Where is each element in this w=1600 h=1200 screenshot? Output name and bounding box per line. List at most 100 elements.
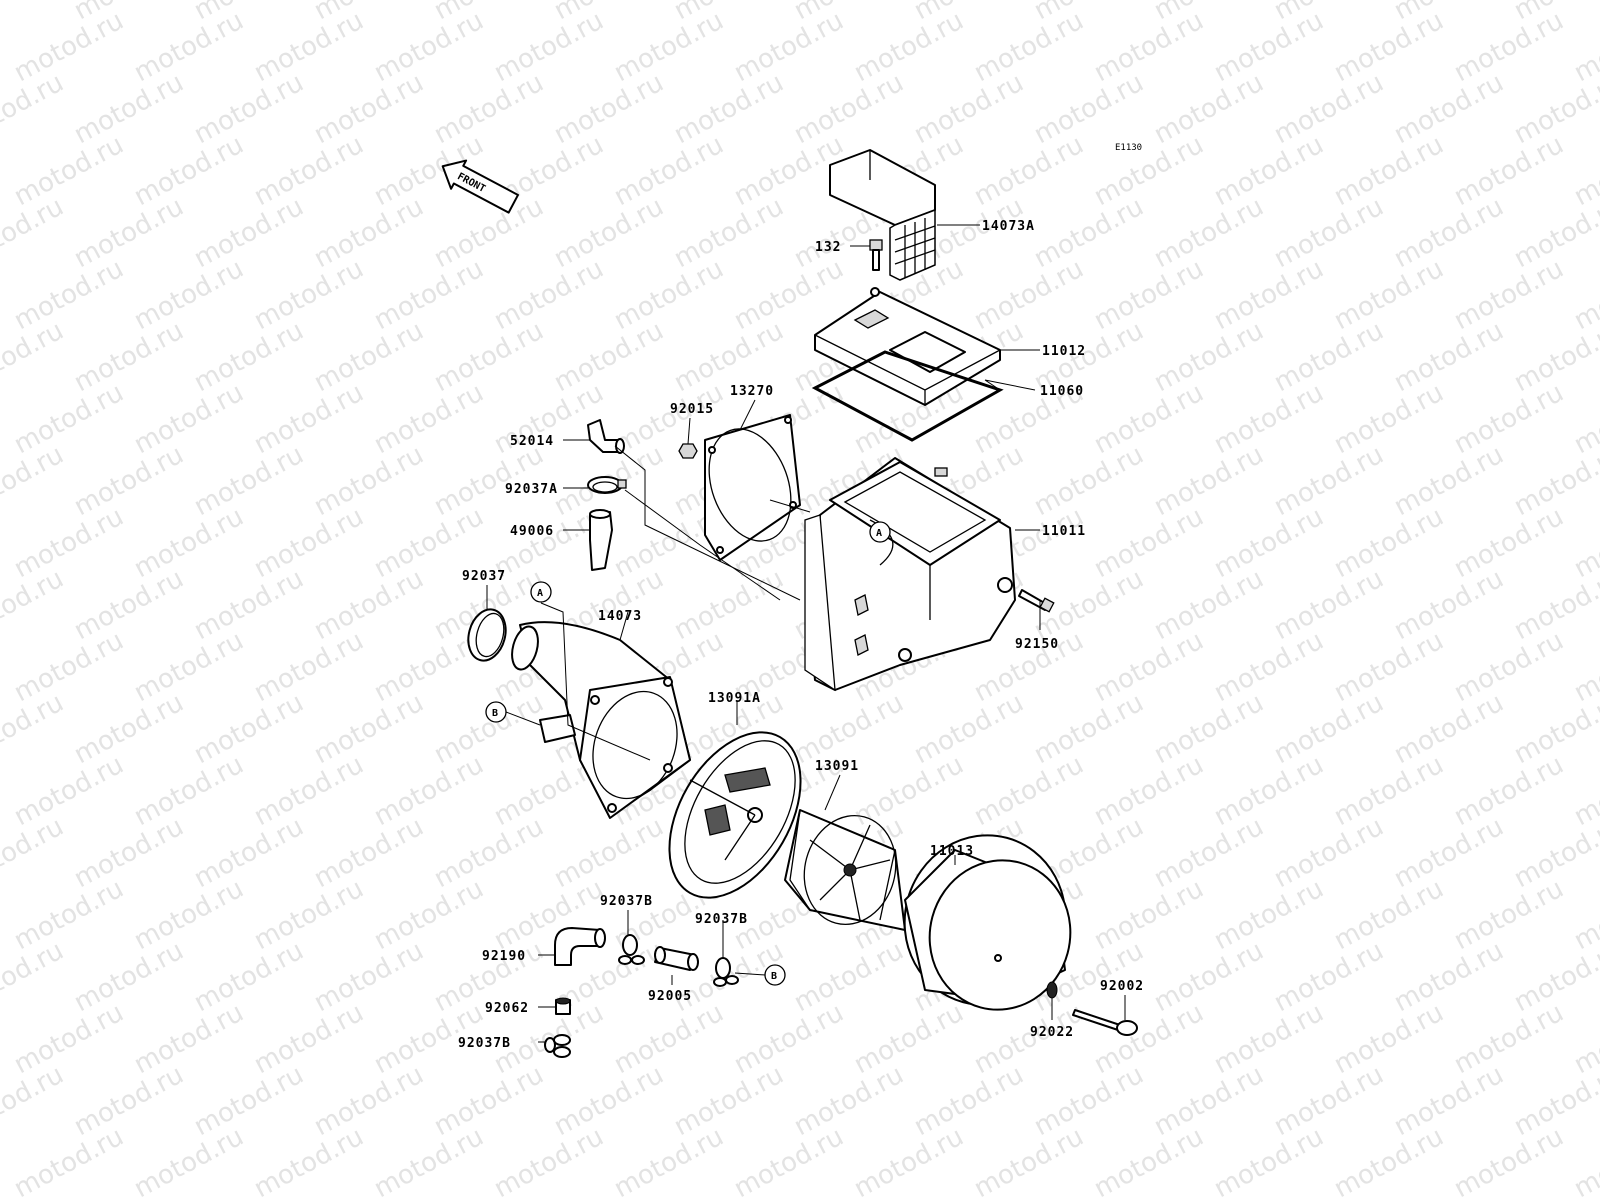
- watermark-text: motod.ru: [609, 6, 728, 88]
- watermark-text: motod.ru: [549, 812, 668, 894]
- watermark-text: motod.ru: [1449, 378, 1568, 460]
- watermark-text: motod.ru: [1449, 750, 1568, 832]
- label-13091A: 13091A: [708, 691, 761, 706]
- drawing-code: E1130: [1115, 143, 1142, 153]
- watermark-text: motod.ru: [1089, 998, 1208, 1080]
- watermark-text: motod.ru: [69, 316, 188, 398]
- part-92062-cap-icon: [555, 997, 571, 1015]
- label-92037B-b: 92037B: [695, 912, 748, 927]
- watermark-text: motod.ru: [1029, 440, 1148, 522]
- watermark-text: motod.ru: [0, 316, 69, 398]
- callout-a-housing: A: [869, 521, 891, 543]
- callout-b-label: B: [771, 971, 777, 982]
- watermark-text: motod.ru: [1029, 192, 1148, 274]
- label-92037: 92037: [462, 569, 506, 584]
- watermark-text: motod.ru: [0, 0, 69, 26]
- watermark-text: motod.ru: [1389, 812, 1508, 894]
- watermark-text: motod.ru: [1089, 1122, 1208, 1200]
- watermark-text: motod.ru: [1209, 130, 1328, 212]
- part-13091A-plate-icon: [668, 731, 802, 899]
- watermark-text: motod.ru: [129, 626, 248, 708]
- watermark-text: motod.ru: [1089, 378, 1208, 460]
- watermark-text: motod.ru: [789, 1060, 908, 1142]
- watermark-text: motod.ru: [309, 812, 428, 894]
- watermark-text: motod.ru: [969, 6, 1088, 88]
- watermark-text: motod.ru: [429, 316, 548, 398]
- callout-b-clip: B: [764, 964, 786, 986]
- watermark-text: motod.ru: [189, 1060, 308, 1142]
- watermark-text: motod.ru: [429, 1060, 548, 1142]
- watermark-text: motod.ru: [1449, 998, 1568, 1080]
- watermark-text: motod.ru: [1569, 750, 1600, 832]
- watermark-text: motod.ru: [69, 1060, 188, 1142]
- label-92190: 92190: [482, 949, 526, 964]
- watermark-text: motod.ru: [1389, 1060, 1508, 1142]
- watermark-text: motod.ru: [1389, 192, 1508, 274]
- leader-lines: [486, 224, 1126, 1043]
- watermark-text: motod.ru: [1569, 874, 1600, 956]
- watermark-text: motod.ru: [1089, 874, 1208, 956]
- watermark-text: motod.ru: [189, 564, 308, 646]
- watermark-text: motod.ru: [429, 68, 548, 150]
- label-92037B-a: 92037B: [600, 894, 653, 909]
- watermark-text: motod.ru: [9, 502, 128, 584]
- label-52014: 52014: [510, 434, 554, 449]
- watermark-text: motod.ru: [9, 6, 128, 88]
- watermark-text: motod.ru: [1329, 254, 1448, 336]
- watermark-text: motod.ru: [309, 68, 428, 150]
- label-11011: 11011: [1042, 524, 1086, 539]
- watermark-text: motod.ru: [1449, 254, 1568, 336]
- label-92005: 92005: [648, 989, 692, 1004]
- watermark-text: motod.ru: [249, 1122, 368, 1200]
- label-14073: 14073: [598, 609, 642, 624]
- watermark-text: motod.ru: [1029, 688, 1148, 770]
- part-92037B-clip-c-icon: [544, 1034, 571, 1058]
- watermark-text: motod.ru: [489, 6, 608, 88]
- watermark-text: motod.ru: [909, 688, 1028, 770]
- label-11012: 11012: [1042, 344, 1086, 359]
- watermark-text: motod.ru: [1389, 564, 1508, 646]
- watermark-text: motod.ru: [1569, 998, 1600, 1080]
- part-14073A-cover-icon: [829, 149, 936, 281]
- watermark-text: motod.ru: [729, 6, 848, 88]
- watermark-text: motod.ru: [789, 936, 908, 1018]
- watermark-text: motod.ru: [249, 378, 368, 460]
- watermark-text: motod.ru: [1269, 1060, 1388, 1142]
- callout-a-label: A: [876, 528, 882, 539]
- part-92150-bolt-icon: [1018, 589, 1055, 613]
- watermark-text: motod.ru: [129, 378, 248, 460]
- watermark-text: motod.ru: [0, 688, 69, 770]
- part-14073-duct-icon: [511, 621, 691, 819]
- label-92037A: 92037A: [505, 482, 558, 497]
- watermark-text: motod.ru: [369, 1122, 488, 1200]
- watermark-text: motod.ru: [1269, 564, 1388, 646]
- watermark-text: motod.ru: [1329, 502, 1448, 584]
- watermark-text: motod.ru: [1569, 130, 1600, 212]
- watermark-text: motod.ru: [549, 68, 668, 150]
- watermark-text: motod.ru: [1329, 1122, 1448, 1200]
- watermark-text: motod.ru: [129, 1122, 248, 1200]
- watermark-text: motod.ru: [729, 998, 848, 1080]
- watermark-text: motod.ru: [369, 254, 488, 336]
- watermark-text: motod.ru: [1569, 1122, 1600, 1200]
- watermark-text: motod.ru: [1209, 626, 1328, 708]
- watermark-text: motod.ru: [969, 1122, 1088, 1200]
- part-11013-filter-icon: [903, 834, 1072, 1011]
- watermark-text: motod.ru: [1149, 936, 1268, 1018]
- watermark-text: motod.ru: [1089, 502, 1208, 584]
- watermark-text: motod.ru: [0, 440, 69, 522]
- part-11011-housing-icon: [804, 457, 1016, 692]
- part-92037B-clip-a-icon: [618, 934, 645, 965]
- watermark-text: motod.ru: [309, 688, 428, 770]
- part-92037A-clamp-icon: [587, 476, 627, 494]
- watermark-text: motod.ru: [0, 1060, 69, 1142]
- watermark-text: motod.ru: [1449, 626, 1568, 708]
- watermark-text: motod.ru: [249, 874, 368, 956]
- watermark-text: motod.ru: [489, 1122, 608, 1200]
- part-13270-gasket-icon: [704, 414, 801, 561]
- watermark-text: motod.ru: [129, 254, 248, 336]
- watermark-text: motod.ru: [189, 316, 308, 398]
- watermark-text: motod.ru: [0, 564, 69, 646]
- watermark-text: motod.ru: [789, 68, 908, 150]
